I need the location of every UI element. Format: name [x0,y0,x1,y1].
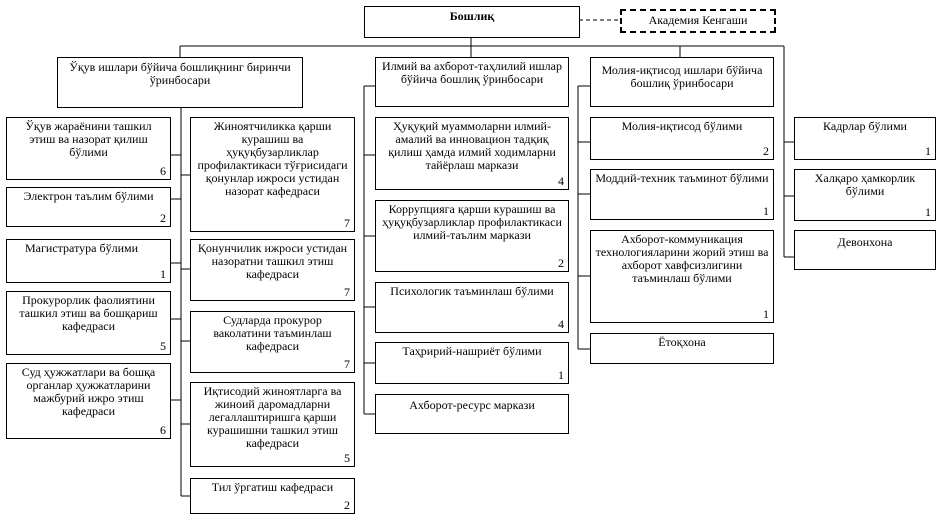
item-label: Молия-иқтисод бўлими [621,119,743,133]
staff-count: 4 [558,174,564,188]
staff-count: 5 [160,339,166,353]
item-label: Ҳуқуқий муаммоларни илмий-амалий ва инно… [388,119,556,172]
staff-count: 1 [160,267,166,281]
item-label: Ахборот-коммуникация технологияларини жо… [595,232,769,285]
staff-count: 7 [344,216,350,230]
staff-count: 2 [160,211,166,225]
b1-left-item: Прокурорлик фаолиятини ташкил этиш ва бо… [6,291,171,355]
staff-count: 6 [160,164,166,178]
item-label: Ётоқхона [658,335,706,349]
staff-count: 5 [344,451,350,465]
b2-item: Психологик таъминлаш бўлими 4 [375,282,569,333]
b4-item: Халқаро ҳамкорлик бўлими 1 [794,169,936,221]
item-label: Ахборот-ресурс маркази [409,398,535,412]
item-label: Магистратура бўлими [25,241,139,255]
item-label: Девонхона [837,235,893,249]
branch2-head-label: Илмий ва ахборот-таҳлилий ишлар бўйича б… [382,59,562,86]
item-label: Қонунчилик ижроси устидан назоратни ташк… [197,241,348,281]
staff-count: 1 [925,205,931,219]
b1-left-item: Электрон таълим бўлими 2 [6,187,171,227]
item-label: Судларда прокурор ваколатини таъминлаш к… [213,313,332,353]
item-label: Коррупцияга қарши курашиш ва ҳуқуқбузарл… [382,202,562,242]
root-box: Бошлиқ [364,6,580,38]
staff-count: 2 [558,256,564,270]
staff-count: 2 [344,498,350,512]
b1-left-item: Магистратура бўлими 1 [6,239,171,283]
council-box: Академия Кенгаши [620,9,776,33]
staff-count: 6 [160,423,166,437]
branch1-head: Ўқув ишлари бўйича бошлиқнинг биринчи ўр… [57,57,303,108]
b1-right-item: Қонунчилик ижроси устидан назоратни ташк… [190,239,355,301]
b3-item: Молия-иқтисод бўлими 2 [590,117,774,160]
b3-item: Ётоқхона [590,333,774,364]
item-label: Суд ҳужжатлари ва бошқа органлар ҳужжатл… [21,365,156,418]
b1-left-item: Ўқув жараёнини ташкил этиш ва назорат қи… [6,117,171,180]
item-label: Тил ўргатиш кафедраси [211,480,334,494]
item-label: Халқаро ҳамкорлик бўлими [814,171,916,198]
council-label: Академия Кенгаши [648,13,748,27]
item-label: Прокурорлик фаолиятини ташкил этиш ва бо… [19,293,158,333]
staff-count: 1 [763,307,769,321]
b4-item: Девонхона [794,230,936,270]
item-label: Жиноятчиликка қарши курашиш ва ҳуқуқбуза… [197,119,348,198]
b1-right-item: Иқтисодий жиноятларга ва жиноий даромадл… [190,382,355,467]
b1-right-item: Жиноятчиликка қарши курашиш ва ҳуқуқбуза… [190,117,355,232]
item-label: Электрон таълим бўлими [23,189,154,203]
item-label: Кадрлар бўлими [823,119,907,133]
branch2-head: Илмий ва ахборот-таҳлилий ишлар бўйича б… [375,57,569,107]
item-label: Таҳририй-нашриёт бўлими [402,344,542,358]
staff-count: 2 [763,144,769,158]
branch3-head-label: Молия-иқтисод ишлари бўйича бошлиқ ўринб… [601,63,763,90]
branch3-head: Молия-иқтисод ишлари бўйича бошлиқ ўринб… [590,57,774,107]
staff-count: 1 [925,144,931,158]
item-label: Моддий-техник таъминот бўлими [595,171,769,185]
root-label: Бошлиқ [449,9,495,23]
b3-item: Моддий-техник таъминот бўлими 1 [590,169,774,220]
branch1-head-label: Ўқув ишлари бўйича бошлиқнинг биринчи ўр… [69,60,291,87]
staff-count: 1 [763,204,769,218]
item-label: Иқтисодий жиноятларга ва жиноий даромадл… [203,384,342,450]
staff-count: 7 [344,357,350,371]
b3-item: Ахборот-коммуникация технологияларини жо… [590,230,774,323]
staff-count: 7 [344,285,350,299]
b2-item: Коррупцияга қарши курашиш ва ҳуқуқбузарл… [375,200,569,272]
item-label: Психологик таъминлаш бўлими [390,284,554,298]
staff-count: 1 [558,368,564,382]
b2-item: Ахборот-ресурс маркази [375,394,569,434]
b1-right-item: Судларда прокурор ваколатини таъминлаш к… [190,311,355,373]
staff-count: 4 [558,317,564,331]
b1-right-item: Тил ўргатиш кафедраси 2 [190,478,355,514]
b1-left-item: Суд ҳужжатлари ва бошқа органлар ҳужжатл… [6,363,171,439]
b2-item: Таҳририй-нашриёт бўлими 1 [375,342,569,384]
item-label: Ўқув жараёнини ташкил этиш ва назорат қи… [25,119,152,159]
b2-item: Ҳуқуқий муаммоларни илмий-амалий ва инно… [375,117,569,190]
b4-item: Кадрлар бўлими 1 [794,117,936,160]
